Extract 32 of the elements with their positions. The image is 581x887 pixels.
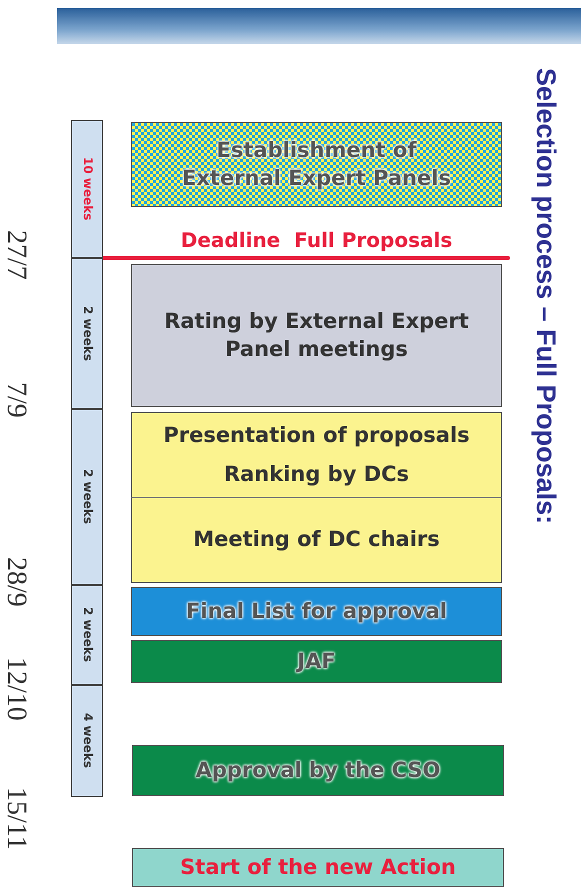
timeline-segment bbox=[71, 585, 103, 685]
duration-label: 2 weeks bbox=[80, 607, 95, 662]
date-label: 15/11 bbox=[2, 787, 30, 850]
task-label: Rating by External Expert Panel meetings bbox=[163, 308, 470, 362]
task-box bbox=[132, 745, 504, 796]
task-label: Final List for approval bbox=[186, 598, 447, 625]
duration-label: 2 weeks bbox=[80, 469, 95, 524]
duration-label: 4 weeks bbox=[80, 713, 95, 768]
slide-title: Selection process – Full Proposals: bbox=[530, 68, 561, 524]
duration-label: 10 weeks bbox=[80, 157, 95, 221]
task-box bbox=[131, 640, 502, 683]
date-label: 7/9 bbox=[2, 382, 30, 418]
task-box bbox=[131, 498, 502, 583]
task-label: Meeting of DC chairs bbox=[193, 526, 440, 554]
task-label: Start of the new Action bbox=[180, 854, 456, 881]
deadline-label: Deadline Full Proposals bbox=[180, 228, 454, 252]
timeline-segment bbox=[71, 409, 103, 585]
timeline-segment bbox=[71, 258, 103, 409]
task-box bbox=[131, 412, 502, 498]
date-label: 27/7 bbox=[2, 230, 30, 280]
task-label: Ranking by DCs bbox=[224, 461, 410, 488]
task-label: Approval by the CSO bbox=[196, 756, 440, 784]
task-box bbox=[131, 587, 502, 636]
date-label: 12/10 bbox=[2, 657, 30, 721]
task-label: Presentation of proposals bbox=[163, 422, 470, 449]
task-label: JAF bbox=[297, 648, 336, 675]
date-label: 28/9 bbox=[2, 557, 30, 607]
task-box bbox=[132, 848, 504, 887]
task-box bbox=[131, 264, 502, 407]
timeline-segment bbox=[71, 685, 103, 797]
duration-label: 2 weeks bbox=[80, 306, 95, 361]
timeline-segment bbox=[71, 120, 103, 258]
